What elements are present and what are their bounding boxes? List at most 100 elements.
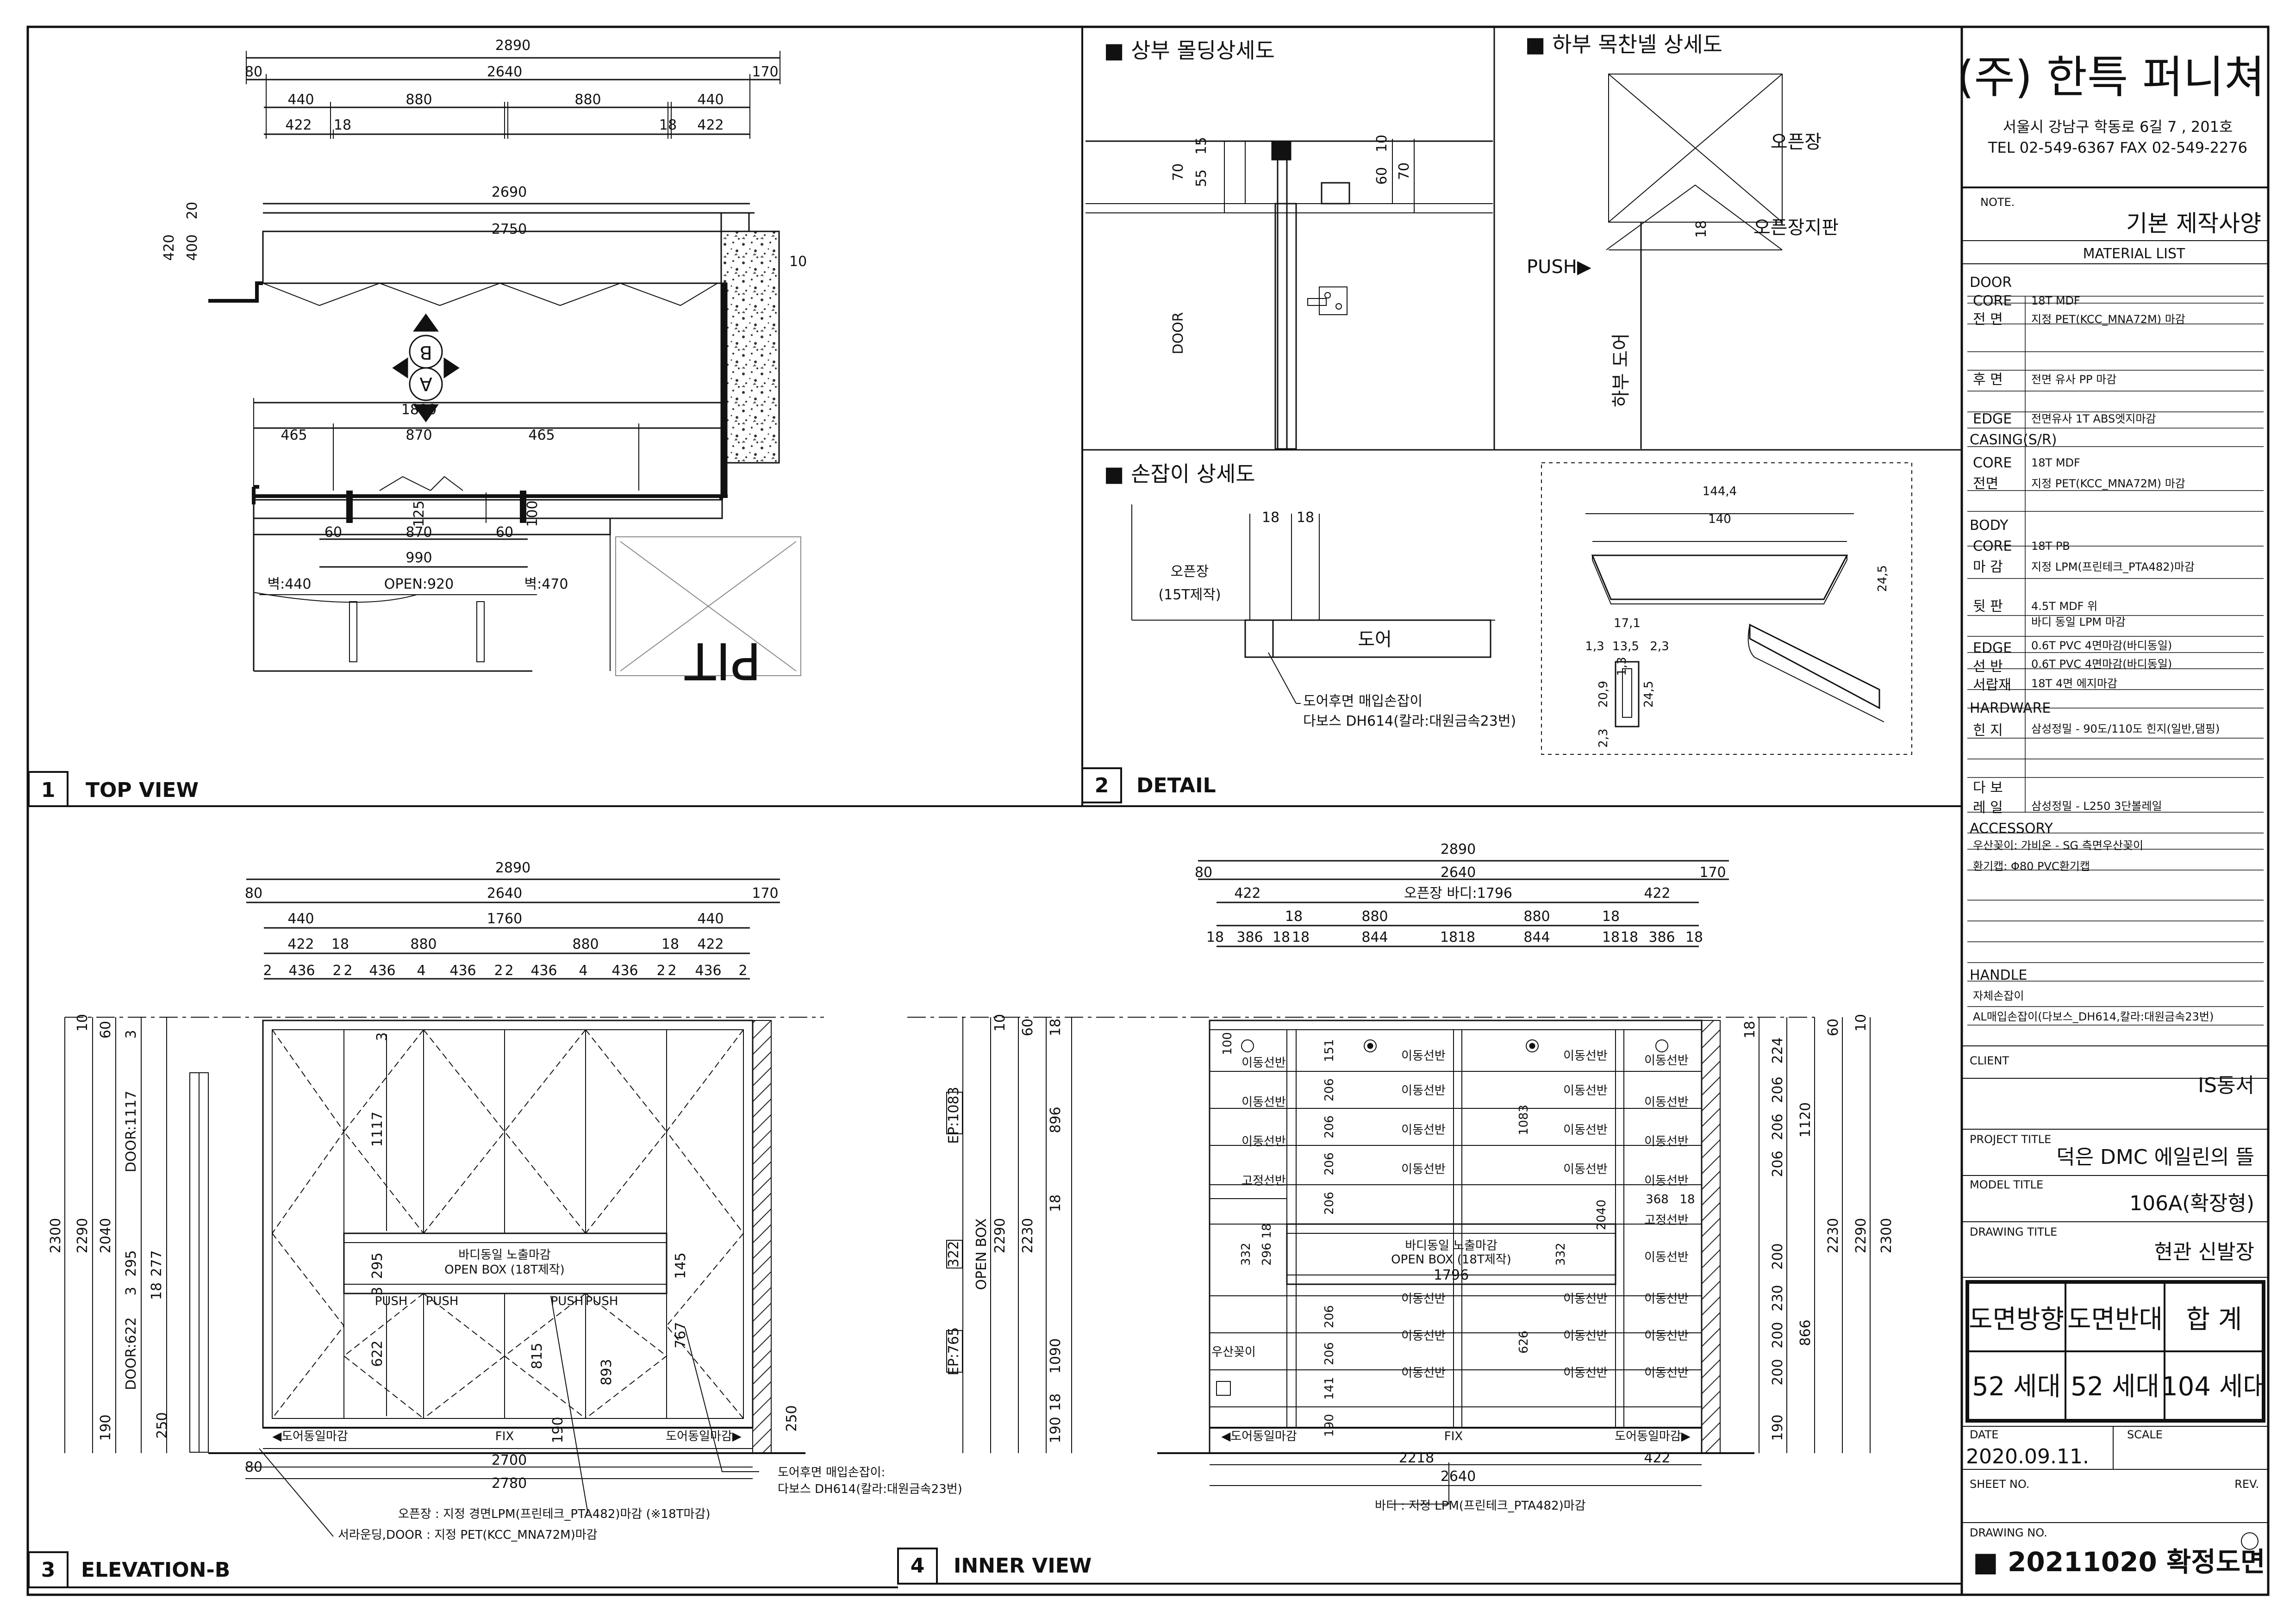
dimension-label: 250	[784, 1405, 800, 1431]
dimension-label: 440	[697, 92, 724, 108]
dimension-label: 바디 동일 LPM 마감	[2031, 616, 2126, 628]
dimension-label: 18	[659, 117, 677, 133]
dimension-label: 2890	[495, 860, 530, 876]
dimension-label: 422	[285, 117, 312, 133]
dimension-label: 896	[1048, 1107, 1064, 1133]
dimension-label: 422	[697, 117, 724, 133]
dimension-label: 전면	[1973, 476, 1998, 492]
dimension-label: 170	[752, 885, 778, 902]
dimension-label: 13,5	[1612, 640, 1639, 653]
dimension-label: 990	[406, 550, 432, 566]
dimension-label: 이동선반	[1563, 1123, 1608, 1137]
dimension-label: 이동선반	[1644, 1292, 1689, 1306]
dimension-label: 60	[324, 524, 342, 541]
dimension-label: 도어동일마감▶	[1615, 1430, 1691, 1443]
dimension-label: DATE	[1970, 1428, 1998, 1441]
dimension-label: 10	[992, 1014, 1008, 1032]
dimension-label: 18	[1621, 929, 1638, 945]
dimension-label: 18	[149, 1282, 165, 1300]
dimension-label: 0.6T PVC 4면마감(바디동일)	[2031, 658, 2172, 671]
dimension-label: 2890	[1441, 841, 1476, 858]
dimension-label: 오픈장지판	[1753, 217, 1839, 238]
dimension-label: CORE	[1973, 538, 2012, 554]
dimension-label: 전면유사 1T ABS엣지마감	[2031, 412, 2156, 425]
panel-number: 3	[41, 1558, 56, 1582]
dimension-label: 이동선반	[1644, 1135, 1689, 1149]
dimension-label: 15	[1193, 137, 1210, 155]
dimension-label: 870	[406, 524, 432, 541]
dimension-label: 후 면	[1973, 372, 2003, 388]
dimension-label: 18T 4면 에지마감	[2031, 677, 2117, 690]
dimension-label: 10	[1374, 135, 1390, 152]
dimension-label: BODY	[1970, 517, 2009, 534]
project-value: 덕은 DMC 에일린의 뜰	[2056, 1145, 2254, 1169]
dimension-label: 지정 LPM(프린테크_PTA482)마감	[2031, 560, 2195, 573]
dimension-label: 18T MDF	[2031, 456, 2080, 469]
dimension-label: 자체손잡이	[1973, 989, 2024, 1002]
dimension-label: 이동선반	[1644, 1250, 1689, 1264]
elevation-drawing	[64, 878, 824, 1537]
dimension-label: 다 보	[1973, 780, 2003, 796]
dimension-label: PUSH	[375, 1294, 408, 1308]
dimension-label: ACCESSORY	[1970, 821, 2053, 837]
note-value: 기본 제작사양	[2126, 210, 2261, 237]
dimension-label: 합 계	[2186, 1305, 2242, 1335]
panel-title: ELEVATION-B	[81, 1558, 230, 1582]
elevation-dims: 2890 80 2640 170 440 1760 440 422 18 880…	[48, 860, 962, 1542]
dimension-label: 20,9	[1597, 681, 1610, 708]
dimension-label: 1117	[369, 1112, 386, 1147]
inner-chain-dims: 18 386 18 18 844 18 18 844 18 18 386 18	[1206, 929, 1703, 945]
dimension-label: 18	[1048, 1194, 1064, 1212]
dimension-label: ◀도어동일마감	[1221, 1430, 1297, 1443]
dimension-label: 18	[1048, 1393, 1064, 1411]
dimension-label: 고정선반	[1242, 1174, 1286, 1188]
dimension-label: 도어후면 매입손잡이:	[778, 1466, 885, 1480]
dimension-label: 이동선반	[1563, 1084, 1608, 1098]
dimension-label: 오픈장	[1171, 564, 1209, 580]
dimension-label: 622	[369, 1340, 386, 1367]
inner-drawing	[907, 860, 1871, 1505]
dimension-label: 422	[287, 936, 314, 952]
dimension-label: 바디 : 지정 LPM(프린테크_PTA482)마감	[1375, 1499, 1586, 1513]
dimension-label: 200	[1770, 1322, 1786, 1348]
dimension-label: 2	[656, 963, 665, 979]
dimension-label: 436	[695, 963, 721, 979]
dimension-label: 18	[1602, 929, 1620, 945]
dimension-label: 오픈장 바디:1796	[1404, 885, 1512, 902]
dimension-label: 이동선반	[1563, 1049, 1608, 1063]
dimension-label: FIX	[495, 1430, 514, 1443]
dimension-label: 80	[245, 885, 262, 902]
dimension-label: 52 세대	[2071, 1372, 2159, 1402]
dimension-label: 도어후면 매입손잡이	[1303, 693, 1423, 709]
dimension-label: OPEN BOX	[973, 1219, 990, 1290]
dimension-label: 436	[530, 963, 557, 979]
dimension-label: EP:1083	[946, 1087, 962, 1144]
dimension-label: 368	[1646, 1193, 1669, 1206]
dimension-label: 170	[1699, 864, 1726, 881]
dimension-label: 2230	[1825, 1218, 1841, 1253]
date-value: 2020.09.11.	[1966, 1445, 2089, 1468]
dimension-label: 880	[1361, 908, 1388, 925]
dimension-label: 3	[123, 1030, 139, 1038]
panel-title-detail: 2 DETAIL	[1081, 767, 1216, 803]
dimension-label: 24,5	[1876, 565, 1890, 592]
dimension-label: DRAWING TITLE	[1970, 1225, 2057, 1238]
dimension-label: 815	[529, 1343, 545, 1369]
dimension-label: 이동선반	[1242, 1135, 1286, 1149]
dimension-label: 2640	[1441, 1468, 1476, 1485]
dimension-label: 이동선반	[1563, 1163, 1608, 1176]
dimension-label: 18	[1292, 929, 1310, 945]
push-label: PUSH▶	[1527, 256, 1591, 278]
dimension-label: 893	[599, 1359, 615, 1385]
dimension-label: 도어동일마감▶	[666, 1430, 742, 1443]
dimension-label: 도면반대	[2067, 1305, 2163, 1335]
dimension-label: 1120	[1797, 1102, 1814, 1138]
dimension-label: 141	[1323, 1377, 1336, 1400]
top-view-dims: 2890 80 2640 170 440 880 880 440 422 18 …	[161, 37, 807, 690]
dimension-label: 18	[1693, 220, 1710, 238]
dimension-label: 전면 유사 PP 마감	[2031, 373, 2116, 386]
dimension-label: 4.5T MDF 위	[2031, 600, 2097, 613]
dimension-label: 삼성정밀 - L250 3단볼레일	[2031, 800, 2162, 813]
dimension-label: 2040	[98, 1218, 114, 1253]
